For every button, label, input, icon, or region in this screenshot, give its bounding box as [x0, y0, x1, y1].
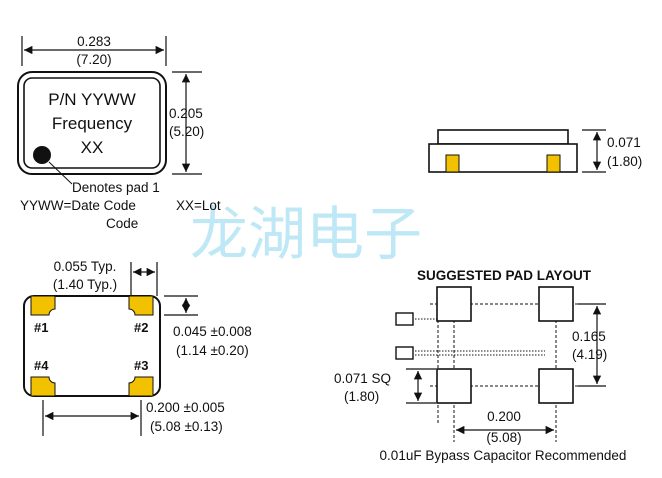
pad-height-label: 0.045 ±0.008 [173, 324, 252, 339]
watermark-text: 龙湖电子 [190, 200, 422, 268]
bypass-cap-pad-top [395, 312, 414, 326]
top-height-inch: 0.205 [169, 106, 203, 121]
pad-label-1: #1 [34, 320, 48, 335]
pitch-label: 0.200 ±0.005 [146, 400, 225, 415]
bypass-note: 0.01uF Bypass Capacitor Recommended [380, 448, 627, 463]
package-top-outline [17, 71, 167, 175]
pad-size-mm: (1.80) [344, 389, 379, 404]
pad-label-4: #4 [34, 358, 49, 373]
note-pad1: Denotes pad 1 [72, 180, 160, 195]
package-top-lid [23, 77, 161, 169]
top-width-inch: 0.283 [77, 34, 111, 49]
marking-line-3: XX [81, 138, 104, 157]
layout-pad-bottom-right [538, 368, 574, 404]
marking-line-1: P/N YYWW [48, 90, 136, 109]
side-pad-left [445, 154, 460, 173]
note-code: Code [106, 216, 138, 231]
side-height-inch: 0.071 [607, 135, 641, 150]
layout-pad-bottom-left [436, 368, 472, 404]
vpitch-label: 0.165 [572, 329, 606, 344]
note-yyww: YYWW=Date Code [20, 198, 136, 213]
pitch-mm: (5.08 ±0.13) [150, 419, 223, 434]
pad-width-label: 0.055 Typ. [54, 259, 117, 274]
side-pad-right [546, 154, 561, 173]
pad-size-label: 0.071 SQ [334, 371, 391, 386]
hpitch-mm: (5.08) [486, 430, 521, 445]
package-bottom-outline [23, 295, 161, 397]
top-width-mm: (7.20) [76, 52, 111, 67]
pad-2 [128, 295, 154, 316]
marking-line-2: Frequency [52, 114, 133, 133]
pad-1 [30, 295, 56, 316]
pad-label-2: #2 [134, 320, 148, 335]
pad1-dot [33, 146, 51, 164]
side-view: 0.071 (1.80) [428, 129, 642, 173]
bypass-cap-pad-bottom [395, 346, 414, 360]
vpitch-mm: (4.19) [572, 347, 607, 362]
note-xx: XX=Lot [176, 198, 221, 213]
pad-3 [128, 376, 154, 397]
pad1-leader [48, 161, 73, 185]
pad-width-mm: (1.40 Typ.) [53, 277, 117, 292]
layout-pad-top-right [538, 286, 574, 322]
pad-height-mm: (1.14 ±0.20) [176, 343, 249, 358]
side-lid [437, 129, 569, 145]
top-height-mm: (5.20) [169, 124, 204, 139]
pad-4 [30, 376, 56, 397]
bottom-view: 0.055 Typ. (1.40 Typ.) #1 #2 #4 #3 0.045… [23, 259, 252, 436]
side-height-mm: (1.80) [607, 154, 642, 169]
hpitch-label: 0.200 [487, 409, 521, 424]
top-view: 0.283 (7.20) P/N YYWW Frequency XX 0.205… [17, 34, 221, 231]
pad-layout-title: SUGGESTED PAD LAYOUT [417, 268, 592, 283]
pad-layout: SUGGESTED PAD LAYOUT 0.165 (4.19) 0.071 … [334, 268, 626, 463]
pad-label-3: #3 [134, 358, 148, 373]
layout-pad-top-left [436, 286, 472, 322]
